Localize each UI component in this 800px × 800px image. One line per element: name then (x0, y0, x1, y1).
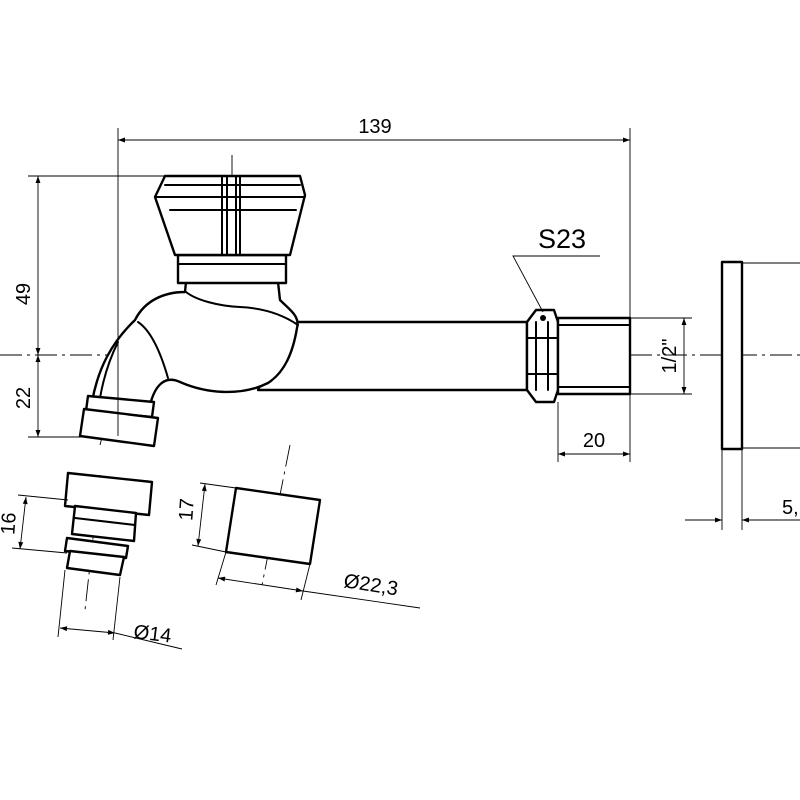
valve-casting (90, 280, 299, 407)
dim-adapter-diameter: Ø14 (132, 621, 172, 647)
faucet-body (78, 174, 632, 448)
dim-thread-length: 20 (583, 430, 605, 452)
dim-adapter-height: 16 (0, 512, 21, 536)
dim-sleeve-diameter: Ø22,3 (342, 570, 399, 600)
handle (153, 174, 307, 257)
adapter-part (63, 471, 154, 577)
pipe (256, 320, 529, 392)
dim-thread-size: 1/2" (659, 339, 681, 374)
dim-height-lower: 22 (13, 387, 35, 409)
spout-inner-curve (99, 341, 119, 399)
dimension-labels: 139 49 22 S23 1/2" 20 5, 16 Ø14 17 Ø22,3 (0, 116, 799, 648)
spout-inner-contour (137, 321, 169, 379)
dimension-lines (11, 128, 800, 650)
dim-sleeve-height: 17 (175, 498, 198, 522)
wall-flange (720, 260, 800, 530)
aerator (78, 407, 160, 448)
sleeve-part (224, 486, 322, 566)
threaded-end (556, 316, 632, 396)
dim-wrench-size: S23 (538, 224, 586, 254)
bonnet-collar (176, 253, 288, 285)
dim-flange-thickness: 5, (782, 497, 799, 519)
dim-overall-length: 139 (358, 116, 391, 138)
dim-height-upper: 49 (13, 283, 35, 305)
hex-nut (525, 308, 560, 404)
body-inner-contour (185, 291, 299, 326)
